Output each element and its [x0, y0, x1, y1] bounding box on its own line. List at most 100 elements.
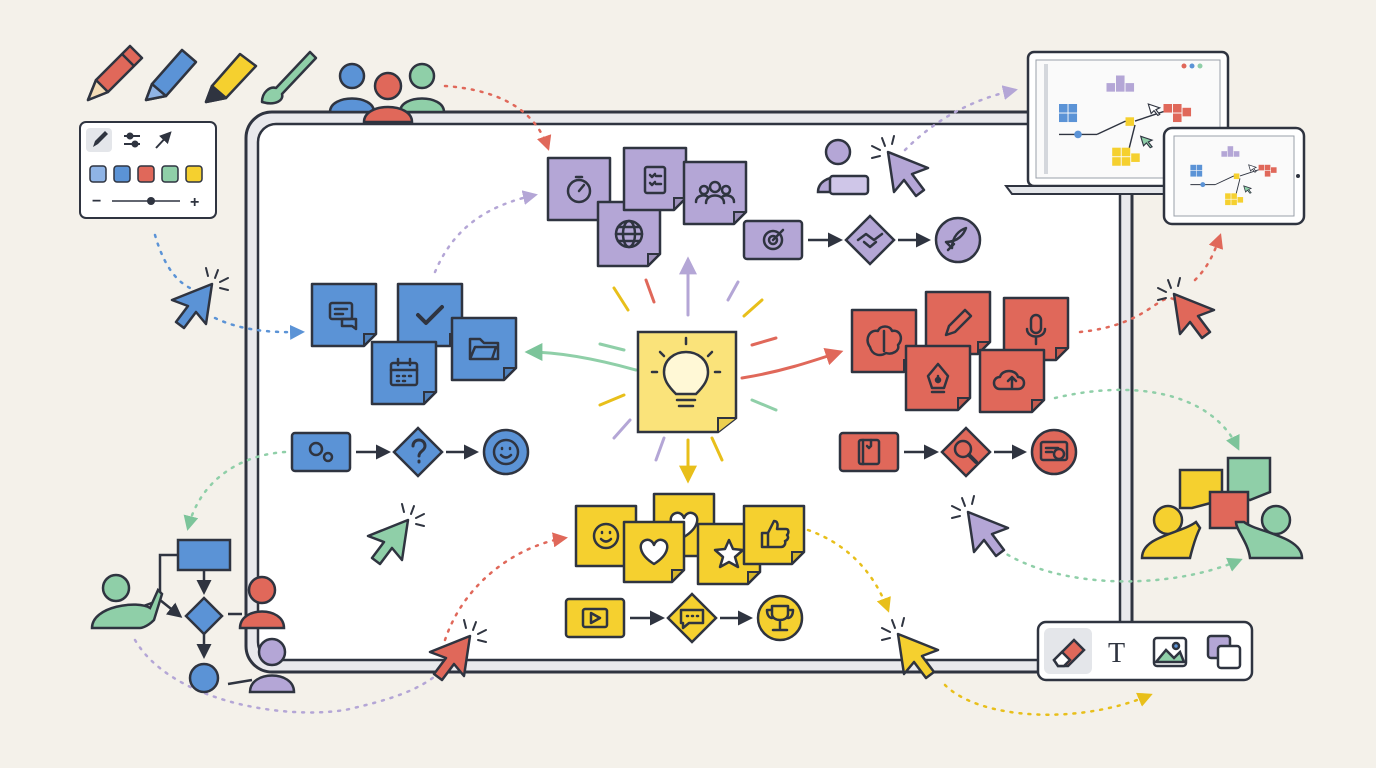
size-slider-handle[interactable]	[147, 197, 155, 205]
play-video-icon	[581, 607, 609, 629]
color-swatch[interactable]	[161, 165, 179, 183]
red-note-microphone[interactable]	[1002, 296, 1070, 362]
note-green-small	[1226, 456, 1272, 502]
tablet-device	[1162, 126, 1306, 226]
clipboard-checklist-icon	[643, 165, 667, 195]
red-note-pencil[interactable]	[924, 290, 992, 356]
flowchart-start-box	[176, 538, 232, 572]
chat-bubbles-icon	[328, 301, 358, 331]
cursor-blue	[170, 267, 229, 330]
image-tool-icon[interactable]	[1152, 636, 1188, 668]
cursor-red-right	[1157, 277, 1216, 340]
cursors	[170, 135, 1216, 682]
color-swatch[interactable]	[113, 165, 131, 183]
layers-tool-icon[interactable]	[1206, 634, 1242, 670]
avatar-green	[398, 62, 446, 114]
avatar-yellow-user	[1140, 504, 1202, 560]
magnifier-icon	[953, 439, 978, 464]
sliders-icon[interactable]	[124, 132, 140, 148]
connector-users-to-purple	[443, 84, 552, 151]
cursor-red	[428, 619, 487, 682]
tools-toolbar: T	[1036, 620, 1254, 682]
brain-icon	[866, 325, 903, 357]
tablet-mini-board	[1190, 146, 1277, 206]
trophy-icon	[765, 604, 795, 632]
checkmark-icon	[416, 305, 444, 325]
laptop-mini-board	[1059, 75, 1192, 166]
text-tool-button[interactable]: T	[1108, 638, 1125, 669]
connector-blue-to-flowchart	[183, 450, 287, 531]
color-swatch[interactable]	[185, 165, 203, 183]
heart-icon	[639, 538, 669, 566]
purple-note-team[interactable]	[682, 160, 748, 226]
paintbrush-icon[interactable]	[260, 50, 318, 105]
central-idea-note	[524, 256, 844, 484]
color-swatch[interactable]	[89, 165, 107, 183]
color-swatches[interactable]	[89, 165, 203, 183]
team-avatars	[328, 62, 446, 124]
highlighter-icon[interactable]	[204, 52, 258, 104]
folder-icon	[468, 337, 500, 361]
idea-rays	[524, 256, 844, 484]
cursor-yellow	[881, 617, 940, 680]
microphone-icon	[1025, 313, 1047, 346]
connector-cursor-to-tablet	[1193, 233, 1224, 282]
pencil-icon	[944, 308, 973, 337]
zoom-in-label[interactable]: +	[190, 194, 199, 211]
yellow-note-thumbs-up[interactable]	[742, 504, 806, 566]
yellow-note-heart[interactable]	[622, 520, 686, 584]
connector-cursor-to-tools	[943, 683, 1153, 716]
line-arrow-tool-icon[interactable]	[155, 131, 172, 149]
pencil-icon[interactable]	[86, 44, 144, 102]
cursor-purple	[871, 135, 930, 198]
blue-note-folder[interactable]	[450, 316, 518, 382]
connector-avatar-to-laptop	[903, 85, 1018, 152]
yellow-flow	[564, 592, 804, 644]
red-note-cloud[interactable]	[978, 348, 1046, 414]
laptop-device	[1004, 50, 1252, 195]
connector-cursor-to-blue	[213, 316, 305, 340]
red-note-fountain-pen[interactable]	[904, 344, 972, 412]
comment-icon	[679, 608, 705, 630]
avatar-red	[362, 71, 414, 124]
fountain-pen-icon	[926, 362, 950, 394]
marker-icon[interactable]	[144, 48, 198, 102]
color-swatch[interactable]	[137, 165, 155, 183]
connector-red-to-tablet	[1078, 297, 1177, 334]
connector-blue-to-purple	[433, 190, 538, 274]
connector-cursor-to-collab	[998, 548, 1243, 583]
question-icon	[411, 438, 427, 464]
collaboration-group	[1140, 456, 1304, 560]
drawing-tools[interactable]	[86, 44, 318, 105]
purple-note-globe[interactable]	[596, 200, 662, 268]
avatar-purple-collaborator	[227, 637, 296, 694]
purple-note-checklist[interactable]	[622, 146, 688, 212]
gears-icon	[308, 441, 334, 463]
purple-flow	[742, 214, 982, 266]
thumbs-up-icon	[760, 519, 790, 549]
zoom-out-label[interactable]: −	[92, 193, 101, 210]
red-flow	[838, 426, 1078, 478]
process-flows	[290, 214, 1078, 644]
calendar-icon	[389, 357, 419, 387]
stopwatch-icon	[566, 175, 592, 204]
cursor-purple-lower	[951, 495, 1010, 558]
sticky-notes	[310, 146, 1070, 586]
color-picker-panel: − +	[79, 121, 217, 219]
lightbulb-icon	[650, 336, 722, 408]
avatar-green-user	[1234, 504, 1304, 560]
eraser-icon	[1052, 638, 1086, 668]
team-icon	[694, 180, 736, 205]
avatar-red-collaborator	[228, 575, 286, 630]
flowchart-decision-diamond	[184, 596, 224, 636]
blue-note-calendar[interactable]	[370, 340, 438, 406]
star-icon	[713, 538, 745, 569]
cursor-green	[366, 503, 425, 566]
person-at-laptop-avatar	[816, 138, 870, 196]
connector-flowchart-to-cursor	[133, 638, 442, 714]
target-icon	[762, 228, 785, 251]
dotted-connectors	[133, 84, 1243, 716]
flowchart-end-circle	[188, 662, 220, 694]
avatar-green-presenter	[90, 573, 164, 630]
blue-note-chat[interactable]	[310, 282, 378, 348]
